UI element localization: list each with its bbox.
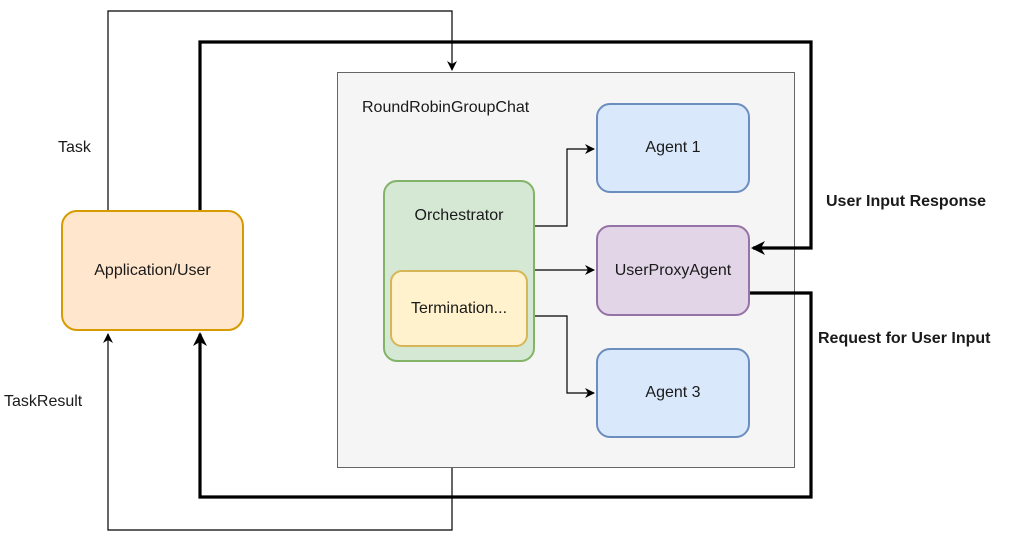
orchestrator-to-agent-3-arrow	[535, 315, 595, 398]
application-user-node[interactable]: Application/User	[61, 210, 244, 331]
user-proxy-agent-node[interactable]: UserProxyAgent	[596, 225, 750, 316]
agent-1-node[interactable]: Agent 1	[596, 103, 750, 193]
group-chat-title: RoundRobinGroupChat	[362, 99, 530, 116]
request-for-user-input-arrow	[193, 291, 813, 499]
user-input-response-arrow	[198, 40, 813, 255]
request-for-user-input-label: Request for User Input	[818, 330, 991, 347]
task-label: Task	[58, 139, 91, 156]
task-result-arrow	[103, 333, 453, 531]
user-input-response-label: User Input Response	[826, 193, 987, 210]
orchestrator-label: Orchestrator	[414, 207, 504, 224]
task-result-label: TaskResult	[4, 393, 83, 410]
termination-node[interactable]: Termination...	[390, 270, 528, 347]
agent-3-node[interactable]: Agent 3	[596, 348, 750, 438]
orchestrator-to-agent-1-arrow	[535, 144, 595, 227]
